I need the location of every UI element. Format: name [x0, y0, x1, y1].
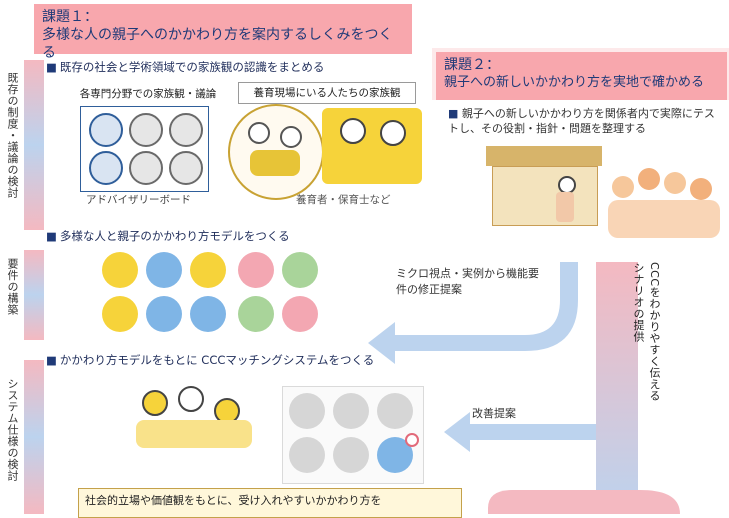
candidate-icon [289, 437, 325, 473]
portrait-icon [129, 151, 163, 185]
section2-bullet: ■多様な人と親子のかかわり方モデルをつくる [46, 229, 290, 243]
house-illustration [482, 146, 606, 226]
section3-bullet-text: かかわり方モデルをもとに CCCマッチングシステムをつくる [59, 353, 375, 367]
model-icon [102, 252, 138, 288]
section1-bullet: ■既存の社会と学術領域での家族観の認識をまとめる [46, 60, 325, 74]
left-flow-column [24, 60, 44, 514]
improvement-label: 改善提案 [472, 407, 516, 420]
task2-bullet: ■ 親子への新しいかかわり方を関係者内で実際にテストし、その役割・指針・問題を整… [448, 107, 715, 135]
feedback-arrow [368, 262, 578, 364]
model-icon [190, 296, 226, 332]
matching-note: 社会的立場や価値観をもとに、受け入れやすいかかわり方を [78, 488, 462, 518]
experts-box-label: 各専門分野での家族観・議論 [68, 84, 228, 106]
caregivers-illustration [322, 108, 422, 204]
portrait-icon [129, 113, 163, 147]
advisory-board-label: アドバイザリーボード [86, 194, 191, 206]
task1-title: 多様な人の親子へのかかわり方を案内するしくみをつくる [42, 27, 393, 61]
candidate-icon [289, 393, 325, 429]
section3-bullet: ■かかわり方モデルをもとに CCCマッチングシステムをつくる [46, 353, 375, 367]
matching-results-grid [282, 386, 424, 484]
model-icon-grid [100, 250, 328, 336]
portrait-icon [169, 113, 203, 147]
section1-bullet-text: 既存の社会と学術領域での家族観の認識をまとめる [59, 60, 325, 74]
portrait-icon [169, 151, 203, 185]
task1-box: 課題１： 多様な人の親子へのかかわり方を案内するしくみをつくる [34, 4, 412, 61]
selection-marker-icon [405, 433, 419, 447]
model-icon [238, 296, 274, 332]
task1-heading: 課題１： [42, 9, 98, 25]
person-walking-icon [550, 176, 580, 236]
portrait-icon [89, 151, 123, 185]
caregivers-label: 養育者・保育士など [296, 194, 391, 206]
model-icon [102, 296, 138, 332]
task2-title: 親子への新しいかかわり方を実地で確かめる [444, 75, 705, 90]
section2-bullet-text: 多様な人と親子のかかわり方モデルをつくる [59, 229, 290, 243]
right-flow-column [596, 262, 638, 514]
model-icon [282, 252, 318, 288]
task2-box: 課題２： 親子への新しいかかわり方を実地で確かめる [436, 52, 727, 100]
candidate-icon [377, 393, 413, 429]
matching-note-text: 社会的立場や価値観をもとに、受け入れやすいかかわり方を [85, 494, 382, 507]
portrait-icon [89, 113, 123, 147]
family-laptop-illustration [130, 384, 260, 458]
scenario-label: CCCをわかりやすく伝えるシナリオの提供 [632, 262, 661, 402]
feedback-label: ミクロ視点・実例から機能要件の修正提案 [396, 267, 539, 296]
advisory-board-frame [80, 106, 209, 192]
side-label-existing-system: 既存の制度・議論の検討 [6, 72, 19, 199]
task2-bullet-text: 親子への新しいかかわり方を関係者内で実際にテストし、その役割・指針・問題を整理す… [448, 107, 715, 135]
caregivers-box-label: 養育現場にいる人たちの家族観 [238, 82, 416, 104]
task2-heading: 課題２： [444, 57, 500, 73]
model-icon [146, 296, 182, 332]
side-label-requirements: 要件の構築 [6, 258, 19, 316]
family-illustration [228, 104, 324, 200]
candidate-icon [333, 437, 369, 473]
side-label-system-spec: システム仕様の検討 [6, 378, 19, 482]
community-group-illustration [606, 160, 724, 242]
improvement-arrow [444, 412, 596, 452]
model-icon [190, 252, 226, 288]
model-icon [238, 252, 274, 288]
model-icon [146, 252, 182, 288]
model-icon [282, 296, 318, 332]
candidate-icon [333, 393, 369, 429]
bottom-u-arrow [488, 490, 680, 514]
